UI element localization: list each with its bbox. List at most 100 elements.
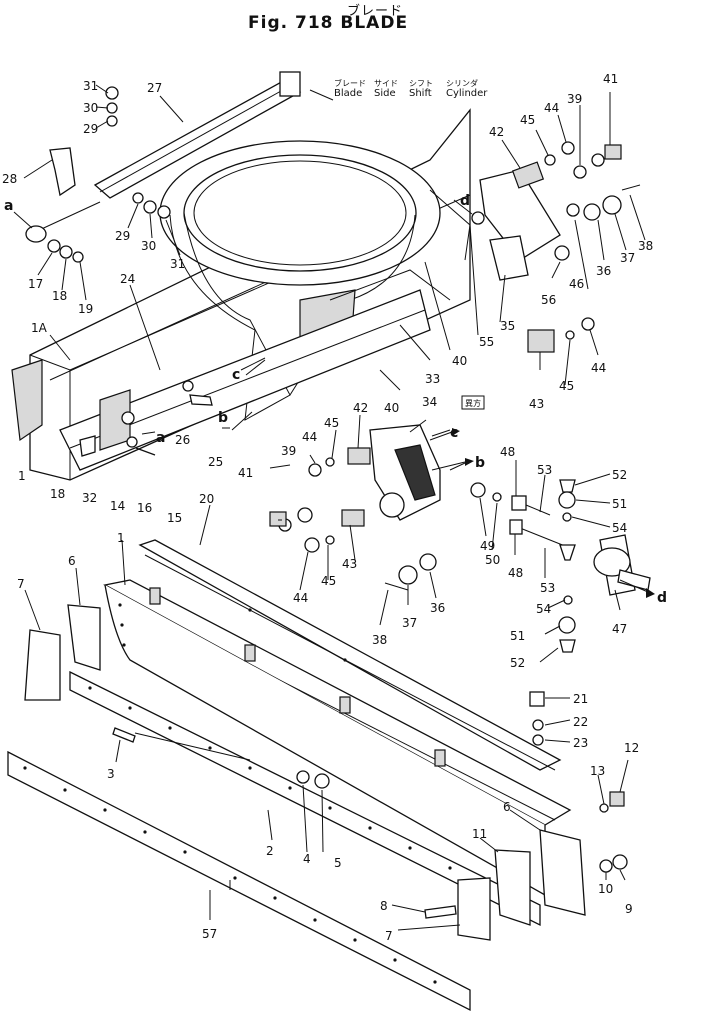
callout-18b: 18 [50, 487, 65, 501]
callout-38b: 38 [372, 633, 387, 647]
figure-title: Fig. 718 BLADE [248, 13, 409, 33]
callout-38: 38 [638, 239, 653, 253]
connector-b-right: b [475, 455, 485, 471]
callout-10: 10 [598, 882, 613, 896]
stamp-mark: 異方 [461, 395, 485, 410]
side-shift-bracket-assembly [471, 141, 641, 353]
figure-title-japanese: ブレード [347, 4, 404, 19]
callout-22: 22 [573, 715, 588, 729]
cutting-edge-holes [88, 686, 452, 870]
callout-53: 53 [537, 463, 552, 477]
callout-9: 9 [625, 902, 633, 916]
callout-19: 19 [78, 302, 93, 316]
callout-53b: 53 [540, 581, 555, 595]
legend-side-en: Side [374, 88, 396, 99]
callout-30b: 30 [141, 239, 156, 253]
end-bit-6-right [539, 829, 586, 916]
blade-assembly [7, 539, 628, 1012]
callout-51b: 51 [510, 629, 525, 643]
callout-31b: 31 [170, 257, 185, 271]
legend-side: サイド Side [374, 79, 398, 99]
callout-17: 17 [28, 277, 43, 291]
callout-25: 25 [208, 455, 223, 469]
end-bit-11 [494, 849, 531, 926]
callout-55: 55 [479, 335, 494, 349]
callout-44c: 44 [302, 430, 317, 444]
connector-letters: a a b b c c d d [4, 193, 667, 606]
connector-a-bottom: a [156, 430, 165, 446]
callout-3: 3 [107, 767, 115, 781]
cutting-edge-57 [7, 750, 471, 1012]
legend-blade-jp: ブレード [334, 79, 366, 88]
callout-21: 21 [573, 692, 588, 706]
top-plate-20 [138, 539, 562, 771]
end-bit-6-left [67, 604, 101, 671]
callout-11: 11 [472, 827, 487, 841]
callout-13: 13 [590, 764, 605, 778]
callout-57: 57 [202, 927, 217, 941]
callout-42: 42 [489, 125, 504, 139]
cylinder-head [279, 71, 301, 97]
callout-45b: 45 [559, 379, 574, 393]
callout-36: 36 [596, 264, 611, 278]
callout-45: 45 [520, 113, 535, 127]
callout-44: 44 [544, 101, 559, 115]
legend-blade: ブレード Blade [334, 79, 366, 99]
callout-6: 6 [68, 554, 76, 568]
callout-28: 28 [2, 172, 17, 186]
callout-41b: 41 [238, 466, 253, 480]
callout-6b: 6 [503, 800, 511, 814]
callout-52: 52 [612, 468, 627, 482]
connector-d-top: d [460, 193, 470, 209]
callout-30: 30 [83, 101, 98, 115]
callout-52b: 52 [510, 656, 525, 670]
callout-2: 2 [266, 844, 274, 858]
legend-side-jp: サイド [374, 79, 398, 88]
callout-40: 40 [452, 354, 467, 368]
callout-48: 48 [500, 445, 515, 459]
callout-47: 47 [612, 622, 627, 636]
callout-15: 15 [167, 511, 182, 525]
stamp-text: 異方 [465, 398, 481, 408]
connector-arrows [13, 199, 655, 598]
callout-40b: 40 [384, 401, 399, 415]
callout-36b: 36 [430, 601, 445, 615]
callout-numbers: 31 30 29 27 28 29 30 31 17 18 19 24 1A 1… [2, 72, 653, 943]
callout-46: 46 [569, 277, 584, 291]
callout-1: 1 [18, 469, 26, 483]
callout-18: 18 [52, 289, 67, 303]
callout-32: 32 [82, 491, 97, 505]
frame-end-bracket [11, 359, 43, 442]
cylinder-end-assembly [509, 479, 651, 653]
callout-43: 43 [529, 397, 544, 411]
leader-lines [23, 84, 646, 931]
cutting-edge-2 [69, 670, 541, 927]
bracket-28 [49, 147, 76, 197]
callout-7: 7 [17, 577, 25, 591]
callout-33: 33 [425, 372, 440, 386]
callout-1A: 1A [31, 321, 48, 335]
connector-c-right: c [450, 425, 458, 441]
legend-shift-jp: シフト [409, 79, 433, 88]
callout-23: 23 [573, 736, 588, 750]
callout-1b: 1 [117, 531, 125, 545]
callout-16: 16 [137, 501, 152, 515]
callout-43b: 43 [342, 557, 357, 571]
callout-56: 56 [541, 293, 556, 307]
callout-26: 26 [175, 433, 190, 447]
callout-24: 24 [120, 272, 135, 286]
frame-rail-assembly [59, 289, 431, 471]
connector-a-top: a [4, 198, 13, 214]
callout-20: 20 [199, 492, 214, 506]
legend-cylinder: シリンダ Cylinder [446, 79, 487, 99]
callout-5: 5 [334, 856, 342, 870]
callout-44d: 44 [293, 591, 308, 605]
circle-gear [183, 154, 417, 272]
callout-29: 29 [83, 122, 98, 136]
callout-29b: 29 [115, 229, 130, 243]
callout-50: 50 [485, 553, 500, 567]
end-bit-7-left [24, 629, 61, 701]
callout-45c: 45 [324, 416, 339, 430]
callout-4: 4 [303, 852, 311, 866]
